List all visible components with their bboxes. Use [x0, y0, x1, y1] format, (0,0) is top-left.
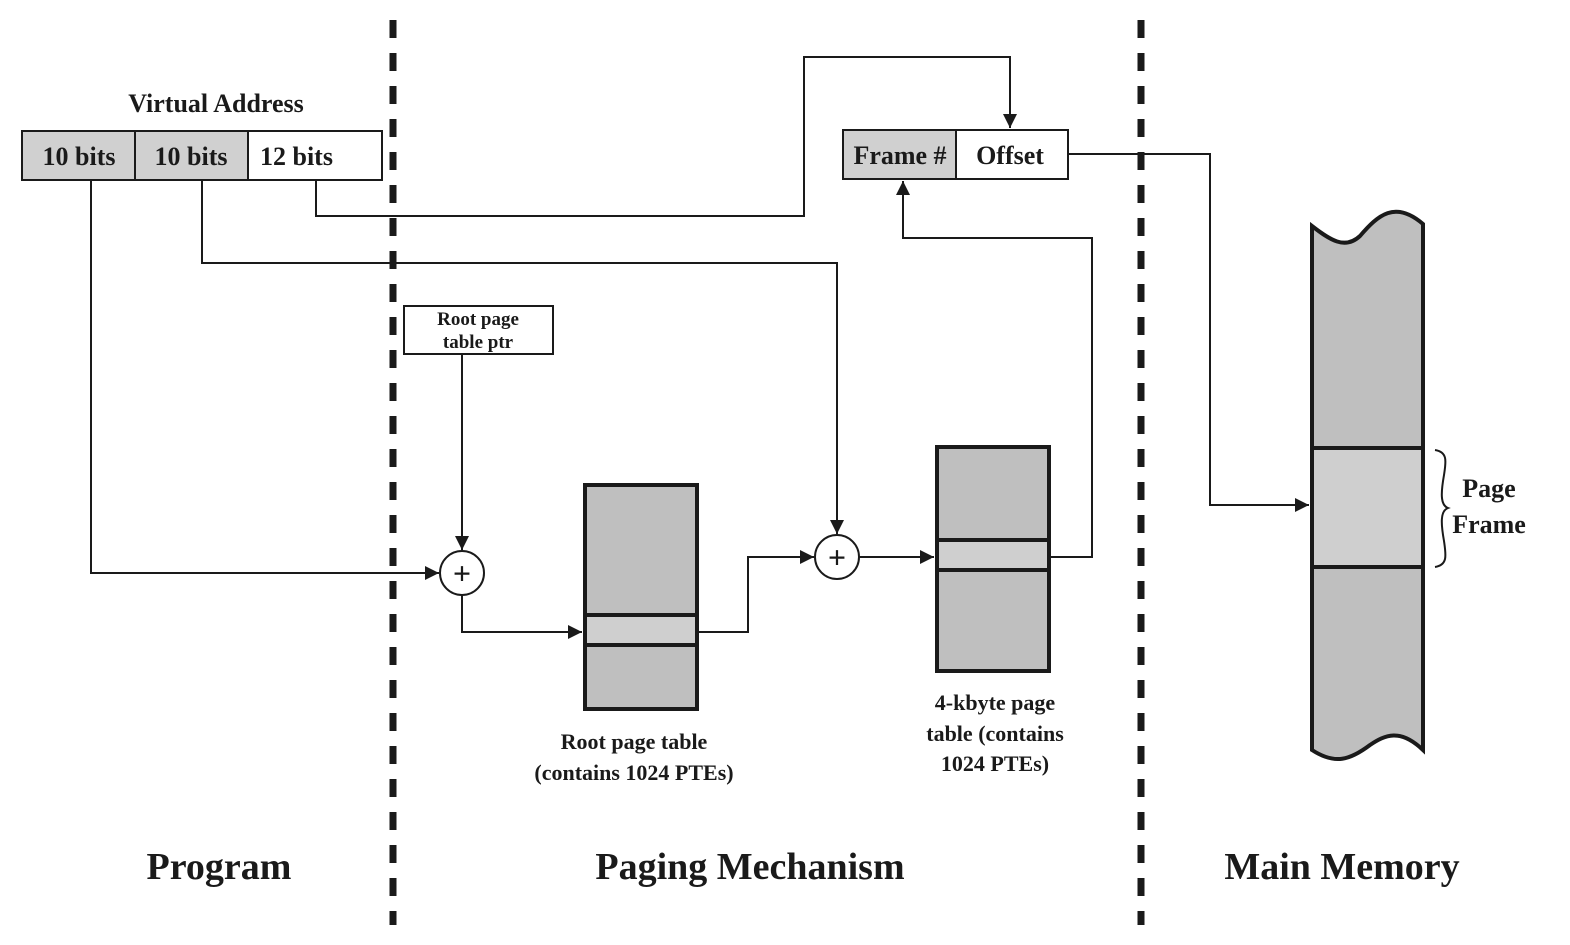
root-page-table-ptr-box	[403, 305, 554, 355]
connector-address-to-memory	[1068, 153, 1309, 512]
adder-page-table-symbol: +	[828, 539, 846, 575]
root-table-caption-line2: (contains 1024 PTEs)	[534, 760, 733, 785]
root-ptr-line1: Root page	[437, 309, 519, 330]
physical-address-register: Frame # Offset	[842, 129, 1069, 180]
connector-table-field-to-adder	[201, 180, 844, 534]
connector-pte-to-frame	[896, 181, 1093, 558]
root-ptr-line2: table ptr	[443, 332, 514, 353]
page-frame-brace	[1434, 449, 1451, 568]
pa-field-offset-label: Offset	[976, 141, 1044, 170]
va-field-dir	[21, 130, 136, 181]
pa-field-frame-label: Frame #	[853, 141, 946, 170]
root-table-caption-line1: Root page table	[561, 729, 708, 754]
connector-dir-to-adder	[90, 180, 439, 580]
page-table-entry	[935, 538, 1051, 572]
page-table	[935, 445, 1051, 673]
adder-root: +	[439, 550, 485, 596]
page-table-caption-line3: 1024 PTEs)	[941, 751, 1049, 776]
virtual-address-register: 10 bits 10 bits 12 bits	[21, 130, 383, 181]
main-memory-strip	[1310, 209, 1425, 762]
va-field-table	[134, 130, 249, 181]
va-field-table-label: 10 bits	[155, 142, 228, 171]
region-label-memory: Main Memory	[1224, 846, 1459, 888]
va-field-offset-label: 12 bits	[260, 142, 333, 171]
pa-field-offset	[955, 129, 1069, 180]
connector-adder-to-root-table	[461, 595, 582, 639]
adder-root-symbol: +	[453, 555, 471, 591]
page-frame-label-line1: Page	[1462, 474, 1515, 503]
region-label-program: Program	[147, 846, 292, 888]
adder-page-table: +	[814, 534, 860, 580]
connector-offset-to-offset	[315, 56, 1017, 217]
region-label-paging: Paging Mechanism	[595, 846, 904, 888]
page-table-caption-line2: table (contains	[926, 721, 1064, 746]
root-page-table	[583, 483, 699, 711]
connector-root-entry-to-adder	[697, 550, 814, 633]
root-page-table-entry	[583, 613, 699, 647]
page-table-caption-line1: 4-kbyte page	[935, 690, 1056, 715]
virtual-address-label: Virtual Address	[128, 89, 304, 118]
page-frame-label-line2: Frame	[1452, 510, 1526, 539]
va-field-dir-label: 10 bits	[43, 142, 116, 171]
page-frame	[1310, 446, 1425, 569]
